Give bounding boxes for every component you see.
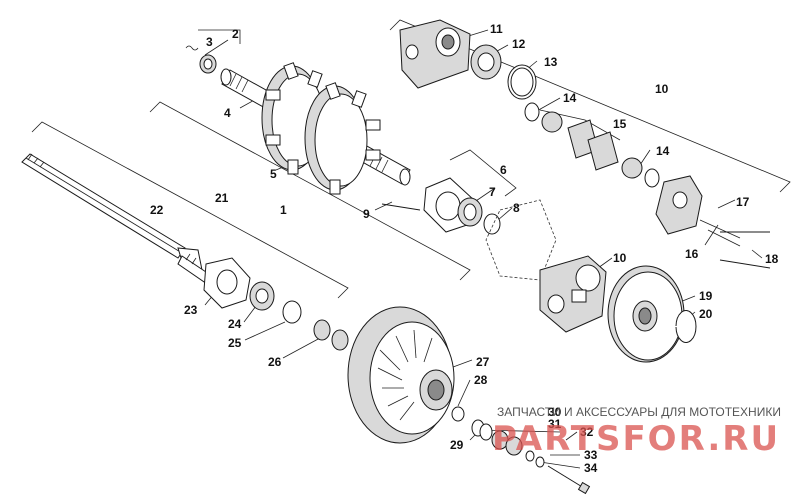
callout-12: 12 bbox=[512, 37, 526, 51]
watermark: ЗАПЧАСТИ И АКСЕССУАРЫ ДЛЯ МОТОТЕХНИКИ PA… bbox=[492, 405, 781, 459]
o-ring-13 bbox=[507, 64, 537, 100]
callout-numbers: 1 2 3 4 5 6 7 8 9 10 10 11 12 13 14 14 1… bbox=[150, 22, 779, 475]
callout-10-right: 10 bbox=[655, 82, 669, 96]
driven-pulley bbox=[347, 306, 455, 444]
watermark-text: ЗАПЧАСТИ И АКСЕССУАРЫ ДЛЯ МОТОТЕХНИКИ bbox=[497, 405, 781, 419]
bearing-12 bbox=[470, 44, 502, 80]
brake-puck-set bbox=[524, 102, 660, 188]
callout-24: 24 bbox=[228, 317, 242, 331]
callout-5: 5 bbox=[270, 167, 277, 181]
drive-axle-with-sprockets bbox=[220, 62, 411, 195]
callout-26: 26 bbox=[268, 355, 282, 369]
callout-15: 15 bbox=[613, 117, 627, 131]
callout-27: 27 bbox=[476, 355, 490, 369]
chaincase-upper bbox=[399, 19, 471, 89]
callout-14-upper: 14 bbox=[563, 91, 577, 105]
callout-21: 21 bbox=[215, 191, 229, 205]
callout-29: 29 bbox=[450, 438, 464, 452]
brake-caliper-main bbox=[539, 255, 607, 333]
callout-14-lower: 14 bbox=[656, 144, 670, 158]
callout-31: 31 bbox=[548, 417, 562, 431]
pulley-hardware bbox=[451, 406, 591, 495]
callout-6: 6 bbox=[500, 163, 507, 177]
driveshaft bbox=[21, 153, 216, 287]
callout-23: 23 bbox=[184, 303, 198, 317]
callout-19: 19 bbox=[699, 289, 713, 303]
callout-20: 20 bbox=[699, 307, 713, 321]
callout-3: 3 bbox=[206, 35, 213, 49]
callout-17: 17 bbox=[736, 195, 750, 209]
callout-8: 8 bbox=[513, 201, 520, 215]
brake-disc bbox=[607, 265, 697, 363]
callout-16: 16 bbox=[685, 247, 699, 261]
callout-28: 28 bbox=[474, 373, 488, 387]
callout-22: 22 bbox=[150, 203, 164, 217]
callout-32: 32 bbox=[580, 425, 594, 439]
callout-2: 2 bbox=[232, 27, 239, 41]
callout-34: 34 bbox=[584, 461, 598, 475]
callout-10-left: 10 bbox=[613, 251, 627, 265]
brake-caliper-right bbox=[655, 175, 771, 269]
callout-4: 4 bbox=[224, 106, 231, 120]
callout-18: 18 bbox=[765, 252, 779, 266]
callout-30: 30 bbox=[548, 405, 562, 419]
callout-9: 9 bbox=[363, 207, 370, 221]
callout-25: 25 bbox=[228, 336, 242, 350]
callout-1: 1 bbox=[280, 203, 287, 217]
callout-7: 7 bbox=[489, 185, 496, 199]
bearing-flange-upper bbox=[381, 177, 557, 281]
callout-33: 33 bbox=[584, 448, 598, 462]
seal-and-bearing-small bbox=[185, 45, 217, 74]
callout-11: 11 bbox=[490, 22, 503, 36]
callout-13: 13 bbox=[544, 55, 558, 69]
watermark-logo: PARTSFOR.RU bbox=[492, 419, 780, 459]
bearing-flange-lower bbox=[203, 257, 349, 351]
